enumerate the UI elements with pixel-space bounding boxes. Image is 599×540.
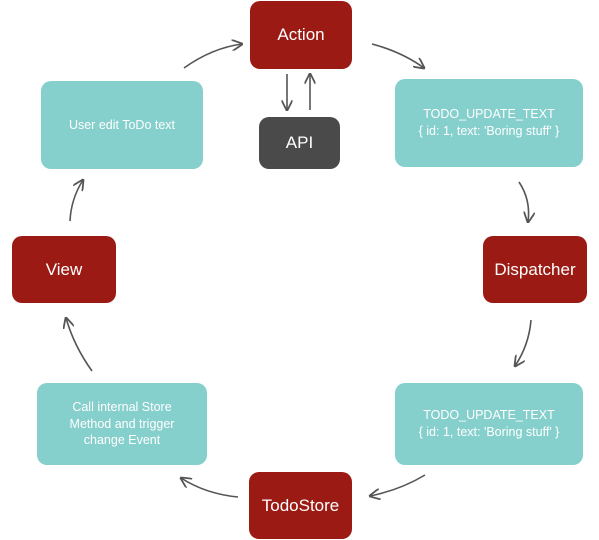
- todo-update-text-bottom-node: TODO_UPDATE_TEXT { id: 1, text: 'Boring …: [395, 383, 583, 465]
- dispatcher-node: Dispatcher: [483, 236, 587, 303]
- action-node: Action: [250, 1, 352, 69]
- arrow-user-edit-to-action: [183, 44, 242, 69]
- call-store-method-node: Call internal Store Method and trigger c…: [37, 383, 207, 465]
- arrow-view-to-user-edit: [69, 180, 83, 222]
- arrow-update-bottom-to-todostore: [370, 474, 426, 496]
- todo-update-text-top-node: TODO_UPDATE_TEXT { id: 1, text: 'Boring …: [395, 79, 583, 167]
- todostore-node: TodoStore: [249, 472, 352, 539]
- view-node: View: [12, 236, 116, 303]
- arrow-todostore-to-call-store: [181, 478, 239, 498]
- arrow-action-to-update-top: [371, 43, 424, 68]
- user-edit-node: User edit ToDo text: [41, 81, 203, 169]
- arrow-call-store-to-view: [66, 318, 93, 372]
- arrow-dispatcher-to-update-bottom: [515, 319, 532, 366]
- api-node: API: [259, 117, 340, 169]
- arrow-update-to-dispatcher: [518, 181, 529, 222]
